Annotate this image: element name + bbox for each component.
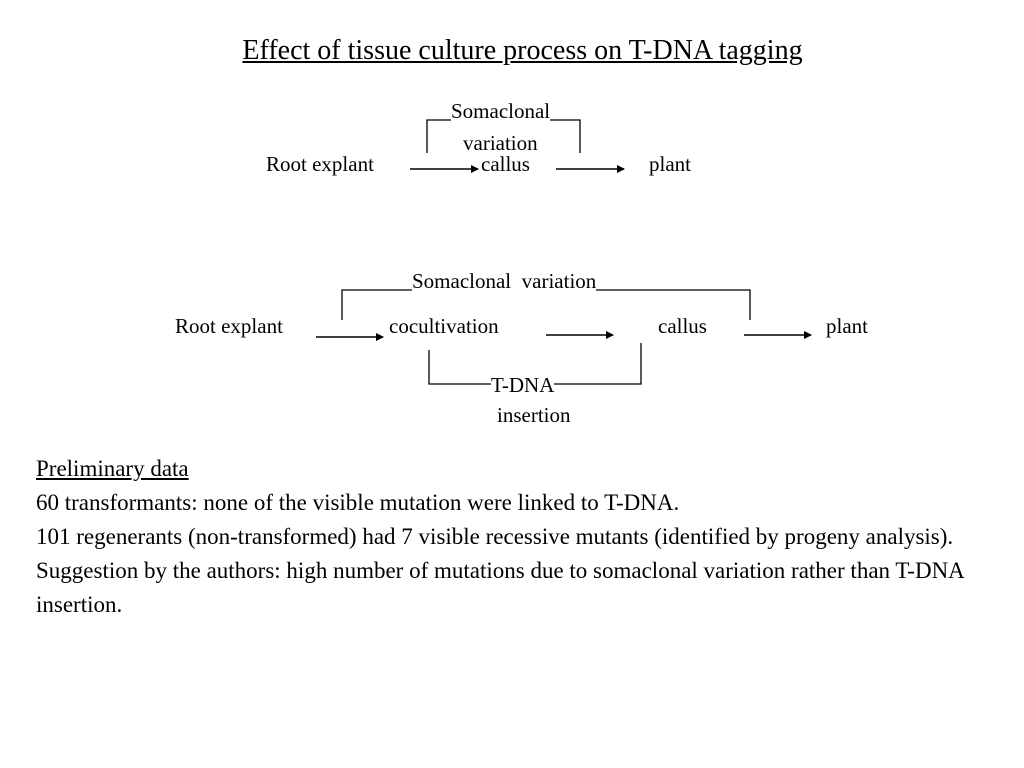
somaclonal-label-1b: variation bbox=[463, 131, 538, 155]
plant-label-1: plant bbox=[649, 152, 691, 176]
callus-label-1: callus bbox=[481, 152, 530, 176]
somaclonal-label-2: Somaclonal variation bbox=[412, 269, 597, 293]
tdna-label-b: insertion bbox=[497, 403, 571, 427]
notes-line-3: Suggestion by the authors: high number o… bbox=[36, 558, 964, 617]
somaclonal-label-1a: Somaclonal bbox=[451, 99, 551, 123]
tdna-label-a: T-DNA bbox=[491, 373, 555, 397]
plant-label-2: plant bbox=[826, 314, 868, 338]
callus-label-2: callus bbox=[658, 314, 707, 338]
root-explant-label-2: Root explant bbox=[175, 314, 283, 338]
page-title: Effect of tissue culture process on T-DN… bbox=[242, 35, 803, 66]
root-explant-label-1: Root explant bbox=[266, 152, 374, 176]
notes-line-2: 101 regenerants (non-transformed) had 7 … bbox=[36, 524, 954, 549]
notes-heading: Preliminary data bbox=[36, 456, 189, 481]
cocultivation-label: cocultivation bbox=[389, 314, 499, 338]
notes-block: Preliminary data 60 transformants: none … bbox=[36, 452, 986, 622]
notes-line-1: 60 transformants: none of the visible mu… bbox=[36, 490, 680, 515]
